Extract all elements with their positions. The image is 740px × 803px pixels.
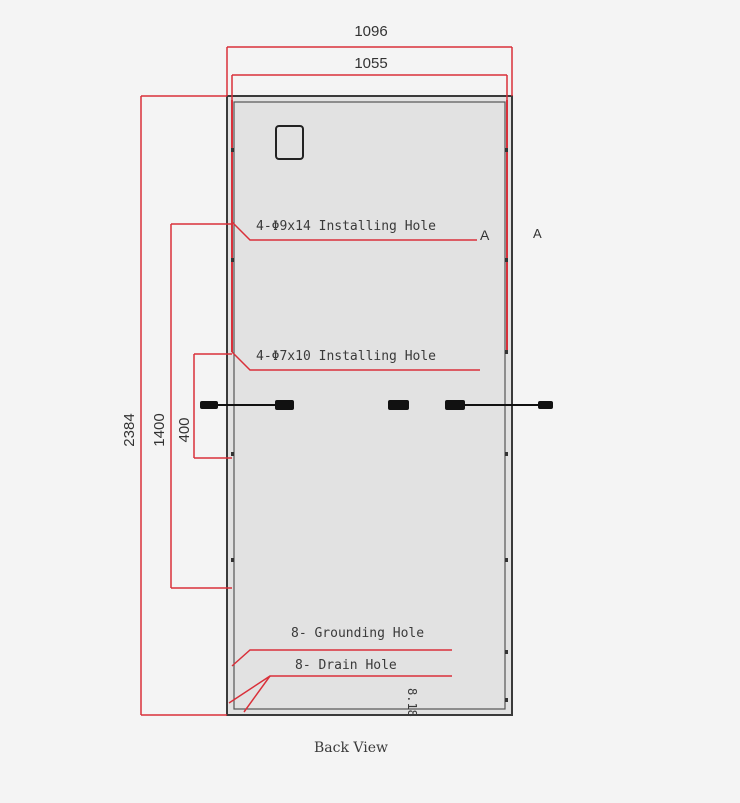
connector-right-end <box>538 401 553 409</box>
hole-pitch-large-label: 1400 <box>151 413 168 446</box>
dimension-total-height: 2384 <box>121 95 227 716</box>
hole-pitch-small-label: 400 <box>176 417 193 442</box>
outer-width-label: 1096 <box>354 23 387 40</box>
installing-hole-small-label: 4-Φ7x10 Installing Hole <box>256 349 436 364</box>
grounding-hole-label: 8- Grounding Hole <box>291 626 424 641</box>
installing-hole-large-label: 4-Φ9x14 Installing Hole <box>256 219 436 234</box>
output-cables <box>200 400 553 410</box>
leader-installing-hole-small: 4-Φ7x10 Installing Hole <box>231 349 480 371</box>
section-marker-inner: A <box>480 227 490 243</box>
junction-box <box>275 125 304 160</box>
dimension-hole-pitch-small: 400 <box>176 353 232 459</box>
frame-hole-marks <box>231 148 508 702</box>
dimension-frame-width: 1055 <box>231 55 508 100</box>
dimension-outer-width: 1096 <box>226 23 513 96</box>
edge-offset-label: 8.18 <box>405 688 419 717</box>
total-height-label: 2384 <box>121 413 138 446</box>
leader-installing-hole-large: 4-Φ9x14 Installing Hole A <box>231 219 490 243</box>
leader-drain-hole: 8- Drain Hole <box>228 658 452 713</box>
connector-right <box>445 400 465 410</box>
dimension-hole-pitch-large: 1400 <box>151 223 232 589</box>
drain-hole-label: 8- Drain Hole <box>295 658 397 673</box>
leader-grounding-hole: 8- Grounding Hole <box>231 626 452 667</box>
frame-width-label: 1055 <box>354 55 387 72</box>
section-marker-outer: A <box>533 226 542 241</box>
connector-left-end <box>200 401 218 409</box>
connector-middle <box>388 400 409 410</box>
view-title: Back View <box>314 740 388 756</box>
connector-left <box>275 400 294 410</box>
